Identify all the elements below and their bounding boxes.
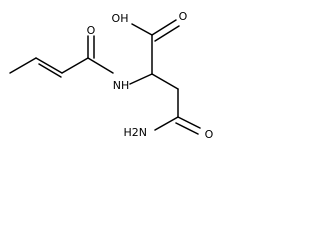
atom-label-o-carboxyl: O	[179, 10, 188, 23]
atom-label-o-bottom: O	[205, 128, 214, 141]
bond-camide-o	[177, 116, 201, 129]
atom-label-oh: OH	[112, 12, 129, 25]
bond-c2-c3	[35, 57, 63, 74]
atom-label-h2n: H2N	[124, 126, 148, 139]
bond-calpha-ch2	[151, 73, 179, 90]
atom-label-nh: NH	[113, 79, 130, 92]
bond-c2-c3-double	[38, 63, 62, 78]
bond-camide-n	[154, 116, 179, 131]
bond-ccooh-o-double	[154, 25, 180, 42]
bond-n-calpha	[129, 73, 153, 85]
bond-c4-n	[87, 57, 114, 74]
bond-ccooh-o	[151, 19, 177, 36]
bond-camide-o-double	[175, 122, 199, 135]
bond-c3-c4	[61, 57, 89, 74]
chemical-structure-diagram: OH O O NH H2N O	[9, 10, 214, 141]
bond-c1-c2	[9, 57, 37, 74]
bond-ccooh-oh	[131, 23, 153, 36]
atom-label-o-left: O	[87, 24, 96, 37]
